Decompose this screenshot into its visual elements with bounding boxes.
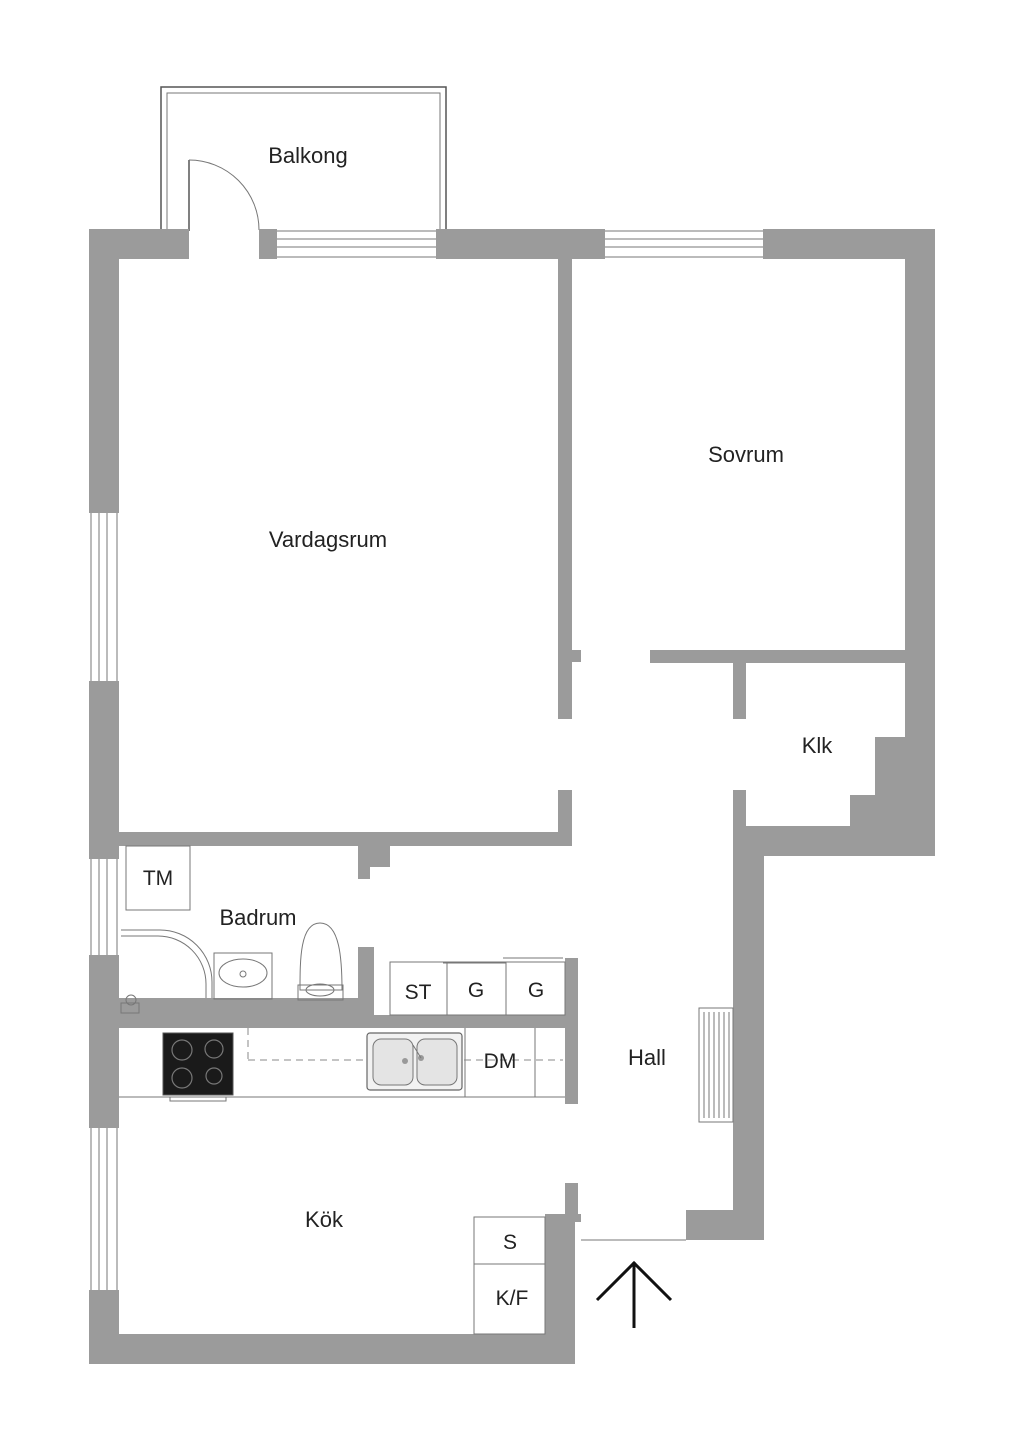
balcony-outline: [160, 86, 447, 231]
fridge-freezer-label: K/F: [496, 1287, 529, 1310]
dishwasher-label: DM: [484, 1050, 517, 1073]
hall-cabinets: ST G G: [389, 957, 566, 1016]
window-top-bedroom: [605, 230, 763, 258]
room-label-balcony: Balkong: [268, 143, 348, 168]
kitchen-sink: [366, 1032, 463, 1091]
room-label-closet: Klk: [802, 733, 834, 758]
interior-walls: [119, 259, 905, 1214]
wardrobe-label-1: G: [468, 979, 484, 1002]
washing-machine-label: TM: [143, 867, 173, 890]
washing-machine: TM: [125, 845, 191, 911]
room-label-bathroom: Badrum: [219, 905, 296, 930]
balcony-door: [188, 159, 260, 231]
drying-cabinet-label: ST: [405, 981, 432, 1004]
outer-walls: [89, 229, 935, 1364]
window-top-living: [277, 230, 436, 258]
wardrobe-label-2: G: [528, 979, 544, 1002]
hall-radiator: [698, 1007, 734, 1123]
shower: [120, 929, 213, 1014]
window-left-kitchen: [90, 1128, 118, 1290]
toilet: [297, 922, 344, 1001]
room-label-hall: Hall: [628, 1045, 666, 1070]
pantry-label: S: [503, 1231, 517, 1254]
window-left-bathroom: [90, 859, 118, 955]
room-label-living-room: Vardagsrum: [269, 527, 387, 552]
kitchen-tall-units: S K/F: [473, 1216, 546, 1335]
window-left-living: [90, 513, 118, 681]
room-label-bedroom: Sovrum: [708, 442, 784, 467]
room-label-kitchen: Kök: [305, 1207, 344, 1232]
entrance-arrow-icon: [595, 1260, 673, 1328]
stove: [162, 1032, 234, 1102]
bathroom-sink: [213, 952, 273, 1000]
windows: [90, 230, 763, 1290]
